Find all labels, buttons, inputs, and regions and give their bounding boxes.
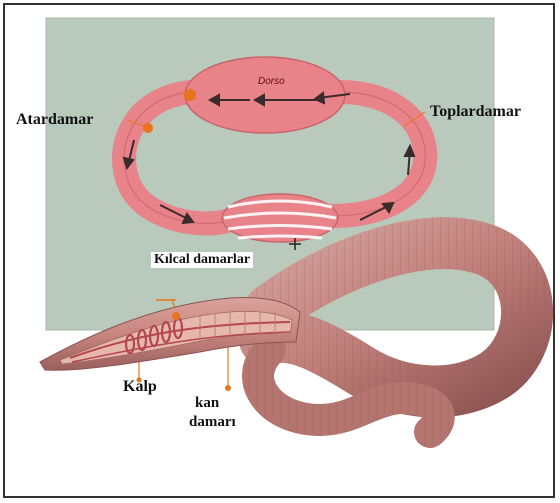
blood-vessel-label-line2: damarı (189, 413, 236, 432)
dorsal-vessel-label: Dorso (258, 76, 285, 87)
blood-vessel-label: kan damarı (189, 394, 236, 432)
heart-label: Kalp (123, 379, 157, 395)
vein-label: Toplardamar (430, 104, 521, 120)
artery-marker (143, 123, 153, 133)
capillaries-label: Kılcal damarlar (151, 252, 253, 268)
artery-label: Atardamar (16, 112, 93, 128)
blood-vessel-label-line1: kan (189, 394, 236, 413)
aortic-marker (184, 89, 196, 101)
